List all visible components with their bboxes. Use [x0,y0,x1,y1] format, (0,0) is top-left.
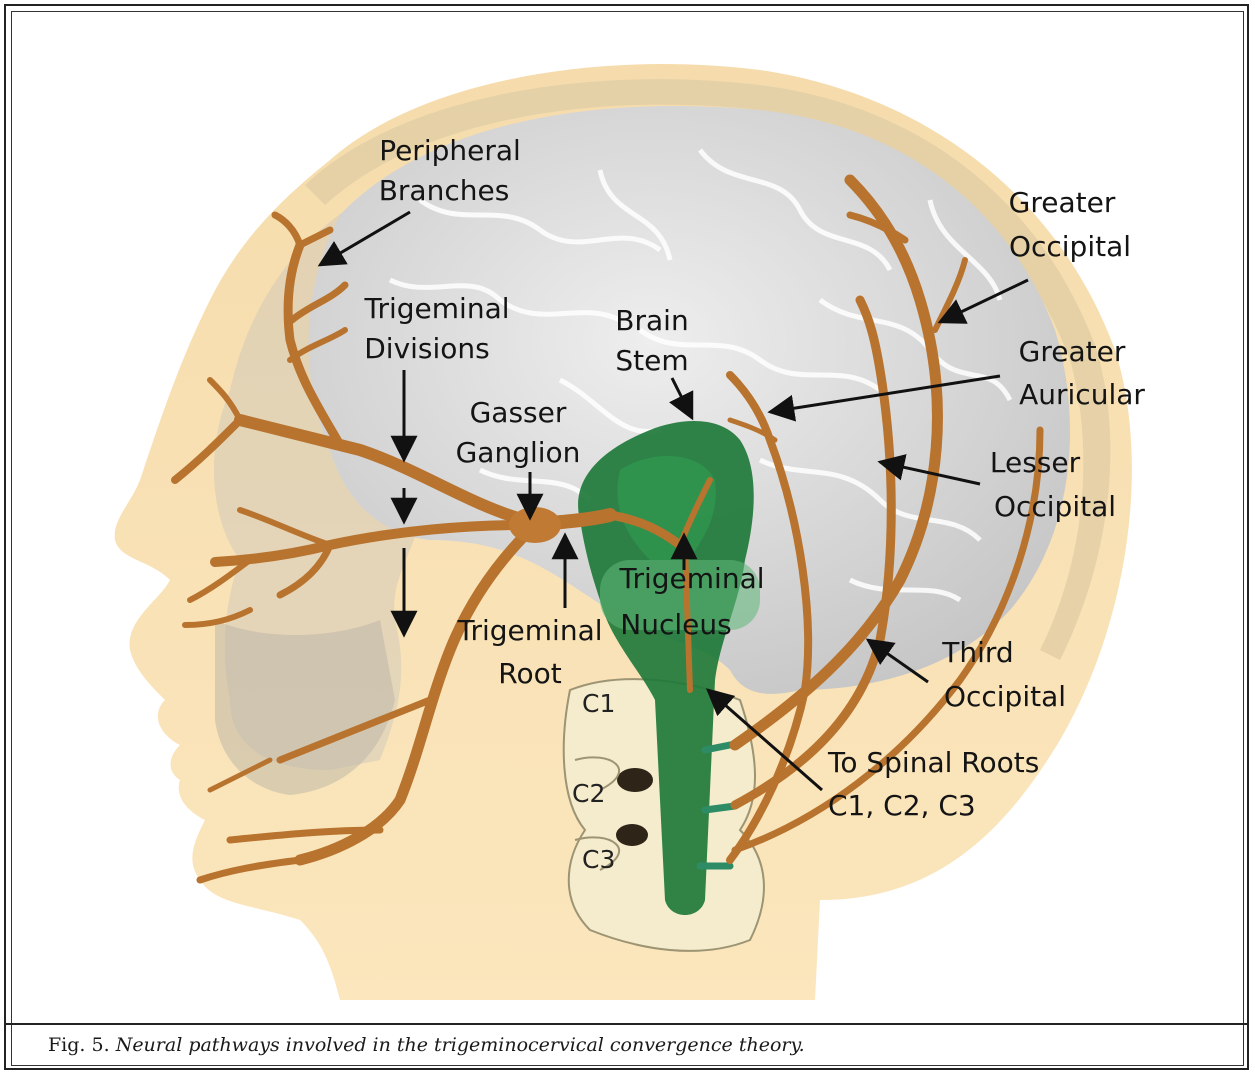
caption-prefix: Fig. 5. [48,1034,110,1056]
svg-text:Auricular: Auricular [1019,378,1145,411]
svg-text:Peripheral: Peripheral [379,134,521,167]
svg-text:Occipital: Occipital [994,490,1116,523]
caption-text: Neural pathways involved in the trigemin… [116,1034,805,1056]
svg-text:To Spinal Roots: To Spinal Roots [827,746,1039,779]
svg-text:Third: Third [941,636,1013,669]
svg-text:Greater: Greater [1019,335,1126,368]
svg-text:Occipital: Occipital [1009,230,1131,263]
svg-text:C1, C2, C3: C1, C2, C3 [828,789,976,822]
head-nerve-illustration: Peripheral Branches Trigeminal Divisions… [0,0,1255,1022]
caption-divider [4,1023,1249,1025]
vertebra-label-c1: C1 [582,689,615,718]
svg-text:Trigeminal: Trigeminal [618,562,764,595]
vertebra-label-c3: C3 [582,845,615,874]
figure-caption: Fig. 5. Neural pathways involved in the … [48,1034,805,1056]
vertebra-label-c2: C2 [572,779,605,808]
svg-text:Gasser: Gasser [470,396,567,429]
svg-text:Divisions: Divisions [364,332,490,365]
svg-text:Ganglion: Ganglion [456,436,581,469]
svg-text:Brain: Brain [615,304,688,337]
svg-text:Root: Root [498,657,561,690]
svg-text:Branches: Branches [379,174,510,207]
svg-text:Nucleus: Nucleus [620,608,731,641]
svg-text:Trigeminal: Trigeminal [456,614,602,647]
svg-text:Occipital: Occipital [944,680,1066,713]
svg-text:Trigeminal: Trigeminal [363,292,509,325]
svg-text:Stem: Stem [615,344,688,377]
svg-text:Greater: Greater [1009,186,1116,219]
svg-text:Lesser: Lesser [990,446,1081,479]
gasser-ganglion [509,507,561,543]
